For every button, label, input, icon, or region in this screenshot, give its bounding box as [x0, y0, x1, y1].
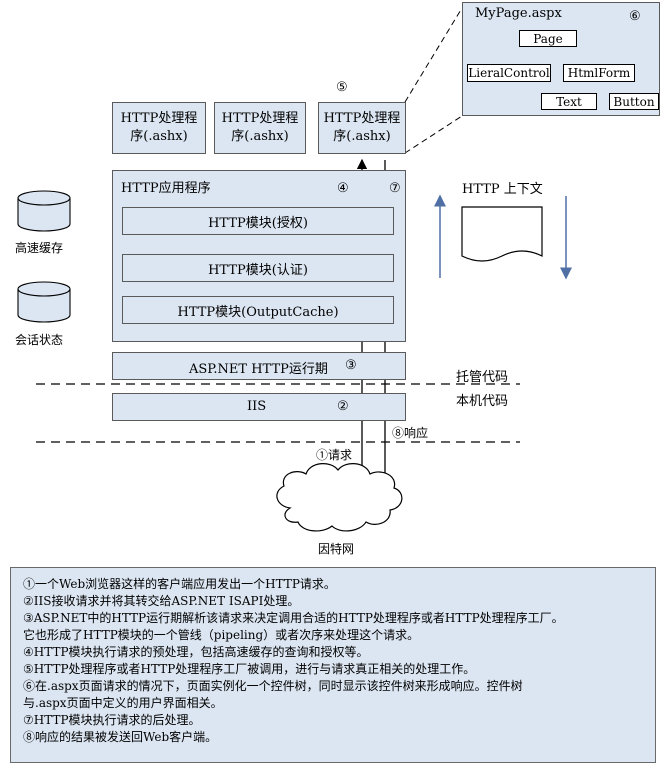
internet-label: 因特网 [318, 542, 355, 556]
http-application-box: HTTP应用程序 ④ ⑦ HTTP模块(授权) HTTP模块(认证) HTTP模… [112, 170, 406, 342]
http-module-authorization: HTTP模块(授权) [122, 207, 394, 235]
steps-explanation-box: ①一个Web浏览器这样的客户端应用发出一个HTTP请求。 ②IIS接收请求并将其… [10, 567, 656, 763]
http-context-label: HTTP 上下文 [462, 182, 543, 197]
http-module-outputcache: HTTP模块(OutputCache) [122, 296, 394, 324]
tree-node-htmlform: HtmlForm [563, 64, 635, 82]
managed-code-label: 托管代码 [456, 370, 509, 385]
note-line: ⑦HTTP模块执行请求的后处理。 [23, 713, 201, 727]
aspnet-runtime-label: ASP.NET HTTP运行期 [189, 362, 328, 377]
tree-node-literalcontrol: LieralControl [467, 64, 551, 82]
native-code-label: 本机代码 [456, 394, 509, 409]
tree-node-button: Button [609, 93, 659, 110]
tree-node-page: Page [519, 30, 577, 47]
zoom-line-top [404, 7, 463, 103]
note-line: ⑥在.aspx页面请求的情况下，页面实例化一个控件树，同时显示该控件树来形成响应… [23, 679, 523, 693]
iis-box: IIS ② [112, 393, 406, 421]
mypage-title: MyPage.aspx [475, 6, 562, 21]
runtime-step-marker: ③ [345, 358, 357, 373]
http-application-title: HTTP应用程序 [121, 181, 211, 196]
session-cylinder-icon [17, 281, 71, 323]
aspnet-runtime-box: ASP.NET HTTP运行期 ③ [112, 352, 406, 380]
handler-step-marker: ⑤ [336, 80, 348, 95]
http-handler-box-2: HTTP处理程 序(.ashx) [214, 102, 306, 154]
internet-cloud-icon [276, 463, 403, 532]
note-line: ③ASP.NET中的HTTP运行期解析该请求来决定调用合适的HTTP处理程序或者… [23, 611, 564, 625]
request-label: ①请求 [316, 448, 353, 462]
note-line: ⑧响应的结果被发送回Web客户端。 [23, 730, 218, 744]
iis-step-marker: ② [337, 399, 349, 414]
page-tree-step-marker: ⑥ [629, 9, 641, 24]
app-step-marker-4: ④ [337, 181, 349, 196]
note-line: 与.aspx页面中定义的用户界面相关。 [23, 696, 223, 710]
app-step-marker-7: ⑦ [389, 181, 401, 196]
note-line: ①一个Web浏览器这样的客户端应用发出一个HTTP请求。 [23, 577, 336, 591]
http-handler-box-3: HTTP处理程 序(.ashx) [318, 102, 406, 154]
context-document-icon [461, 206, 543, 262]
mypage-control-tree-panel: MyPage.aspx ⑥ Page LieralControl HtmlFor… [462, 2, 660, 116]
zoom-line-bottom [404, 115, 463, 154]
cache-cylinder-icon [17, 190, 71, 232]
note-line: ④HTTP模块执行请求的预处理，包括高速缓存的查询和授权等。 [23, 645, 369, 659]
cache-label: 高速缓存 [15, 241, 64, 255]
note-line: 它也形成了HTTP模块的一个管线（pipeling）或者次序来处理这个请求。 [23, 628, 420, 642]
note-line: ②IIS接收请求并将其转交给ASP.NET ISAPI处理。 [23, 594, 300, 608]
tree-node-text: Text [541, 93, 597, 110]
session-label: 会话状态 [15, 333, 64, 347]
response-label: ⑧响应 [392, 426, 429, 440]
http-handler-box-1: HTTP处理程 序(.ashx) [112, 102, 206, 154]
http-module-authentication: HTTP模块(认证) [122, 254, 394, 282]
note-line: ⑤HTTP处理程序或者HTTP处理程序工厂被调用，进行与请求真正相关的处理工作。 [23, 662, 476, 676]
iis-label: IIS [247, 399, 267, 414]
